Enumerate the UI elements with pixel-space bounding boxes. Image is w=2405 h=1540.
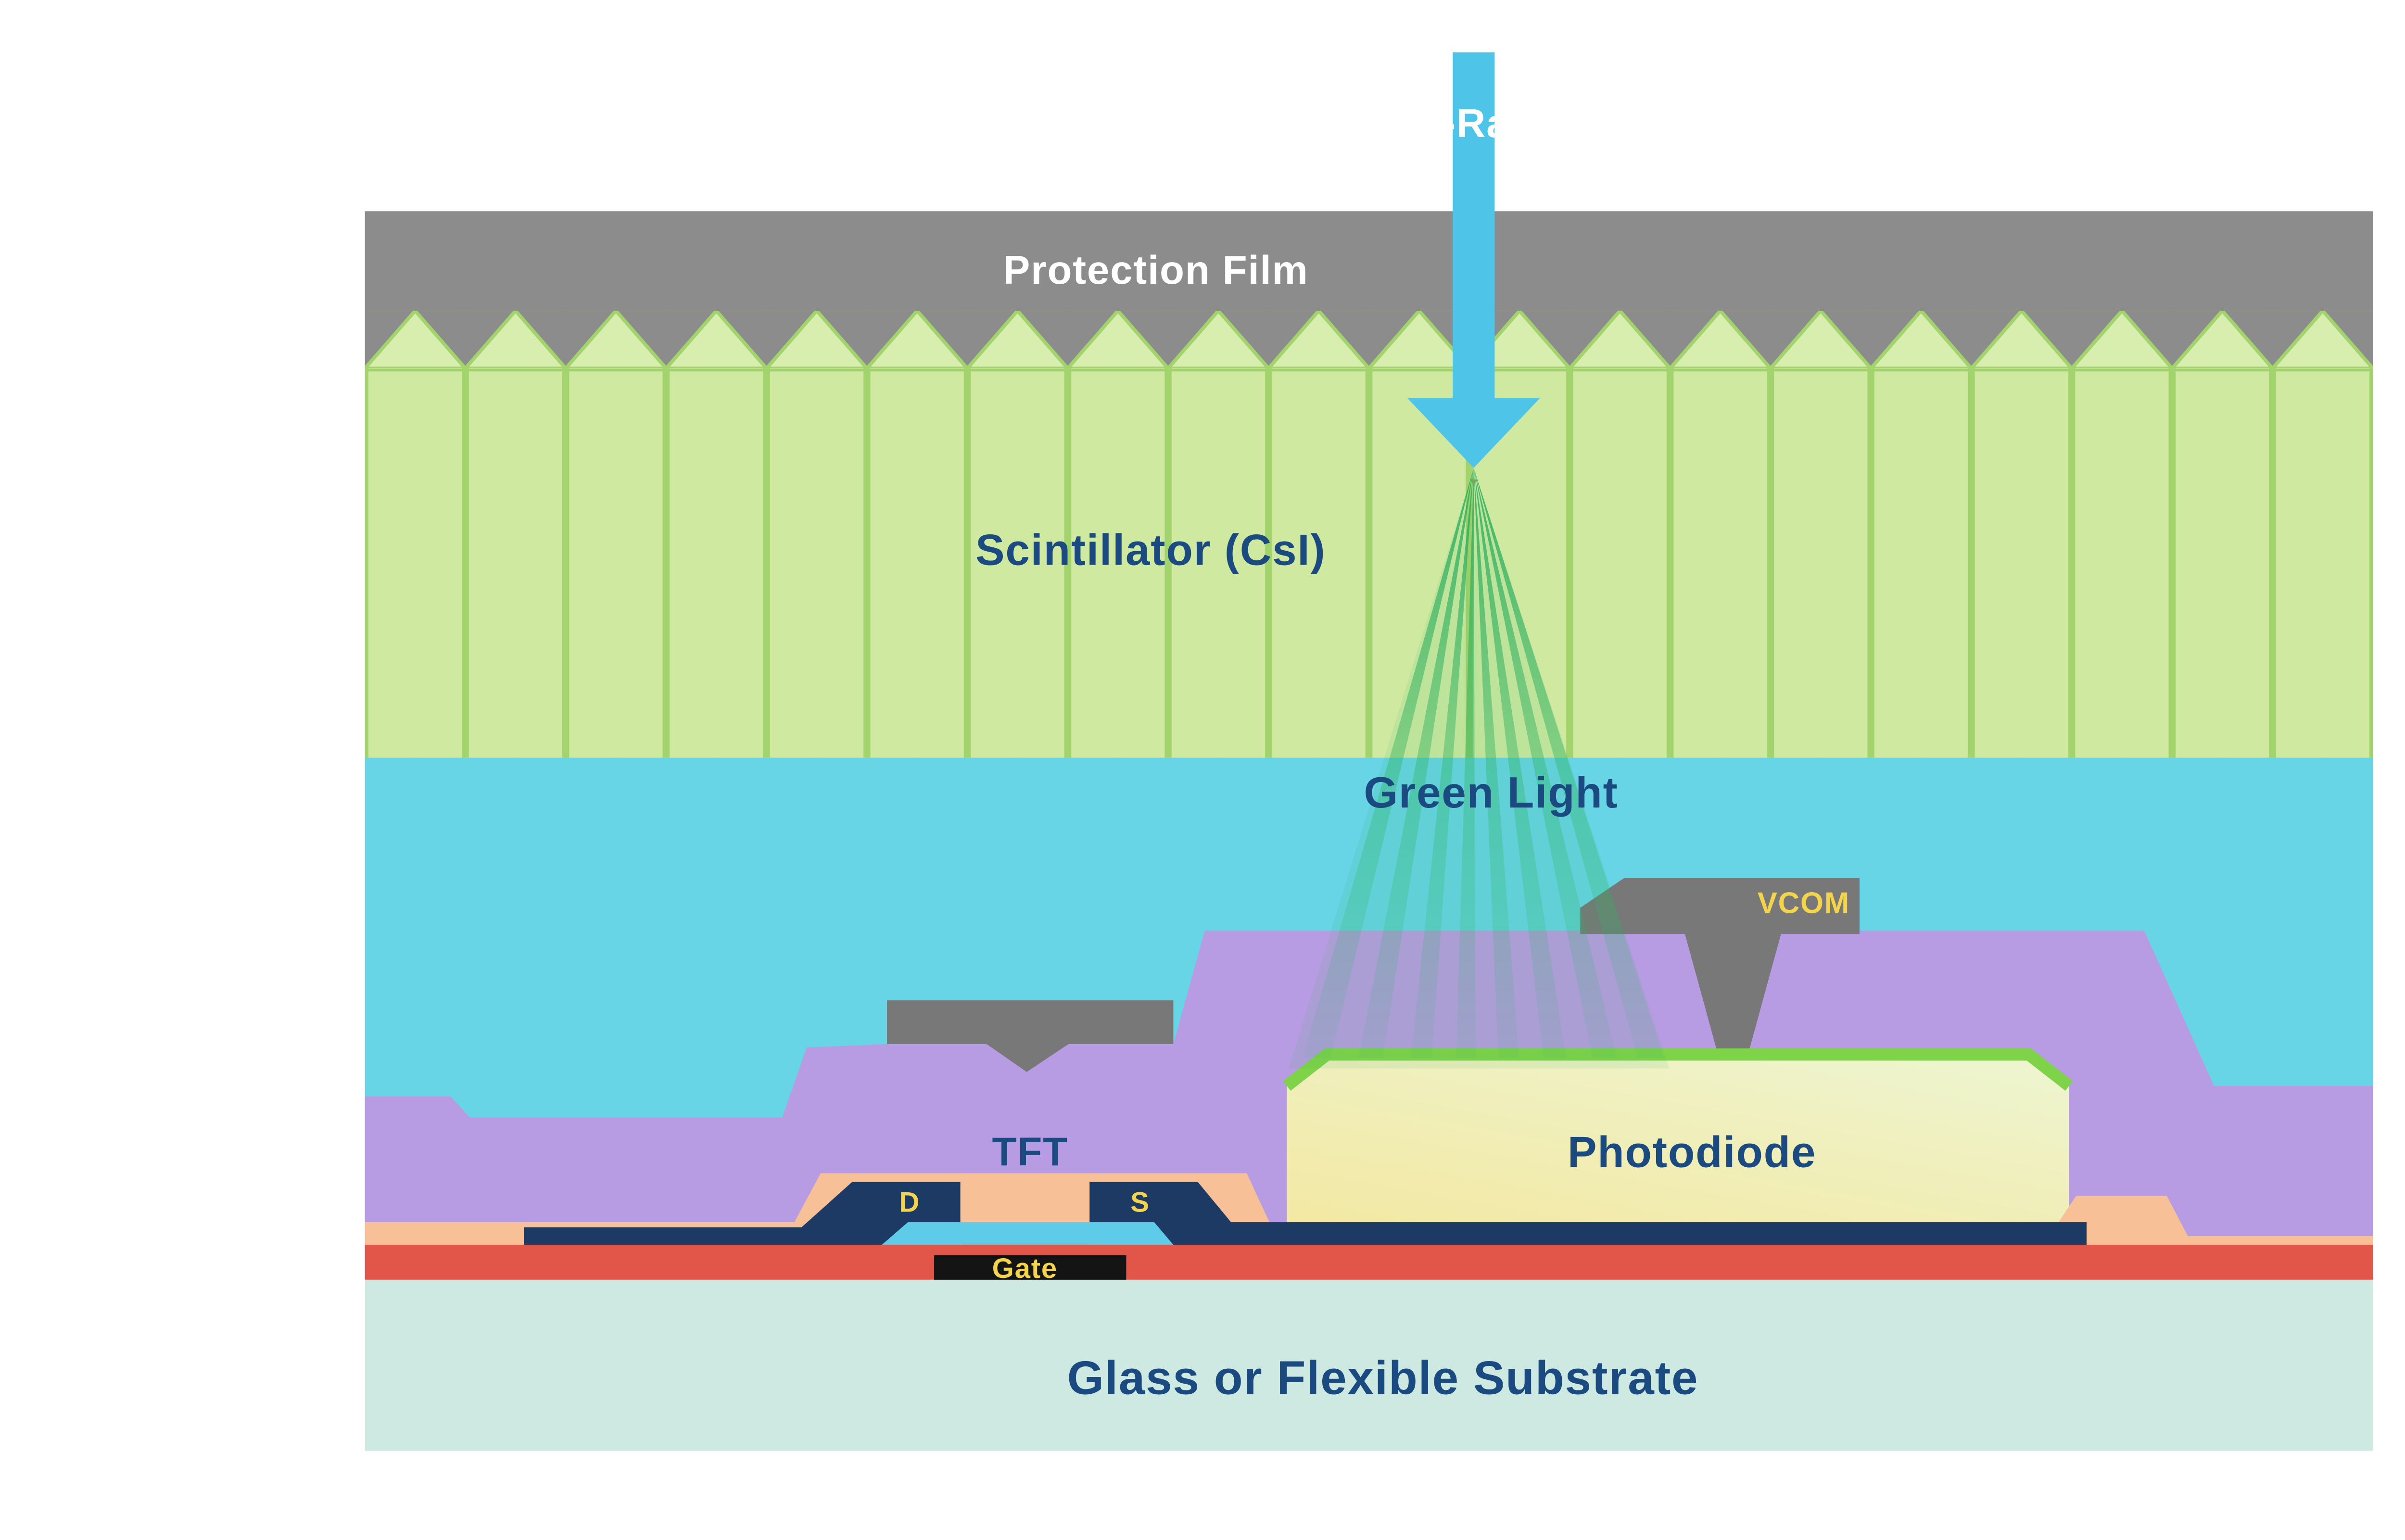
label-photodiode: Photodiode xyxy=(1567,1128,1817,1178)
photodiode-top-contact xyxy=(1283,1048,2073,1091)
left-electrode xyxy=(887,1000,1174,1072)
source-metal xyxy=(1089,1182,2087,1252)
xray-arrow xyxy=(1407,52,1540,468)
label-drain: D xyxy=(899,1189,921,1219)
gate-insulator-layer xyxy=(365,1245,2373,1280)
photodiode-layer xyxy=(1287,1054,2069,1229)
drain-metal xyxy=(524,1182,961,1252)
label-green-light: Green Light xyxy=(1364,769,1619,818)
label-protection-film: Protection Film xyxy=(1003,247,1309,293)
substrate-layer xyxy=(365,1279,2373,1451)
label-vcom: VCOM xyxy=(1757,887,1850,921)
green-light-cone xyxy=(1289,467,1670,1069)
label-gate: Gate xyxy=(992,1255,1058,1285)
label-tft: TFT xyxy=(992,1128,1068,1174)
label-source: S xyxy=(1130,1189,1150,1219)
label-xray: X-Ray xyxy=(1414,100,1533,146)
tft-channel xyxy=(882,1222,1174,1245)
label-scintillator: Scintillator (CsI) xyxy=(975,526,1326,576)
vcom-electrode xyxy=(1580,878,1860,1062)
label-substrate: Glass or Flexible Substrate xyxy=(1067,1352,1699,1405)
scintillator-layer xyxy=(365,311,2373,758)
gate-metal xyxy=(934,1255,1127,1282)
